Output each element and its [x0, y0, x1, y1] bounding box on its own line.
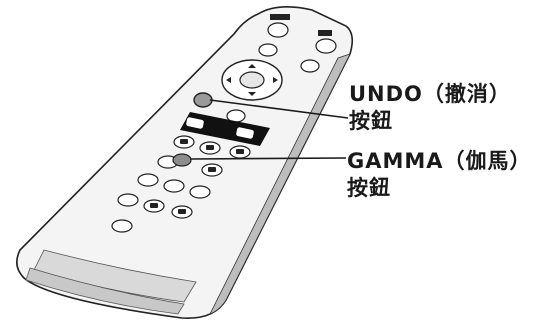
undo-leader-line — [209, 99, 349, 119]
top-buttons — [258, 22, 337, 73]
standby-button[interactable] — [267, 22, 289, 38]
band-button-left[interactable] — [185, 116, 205, 130]
undo-button[interactable] — [193, 92, 213, 108]
button-left-2[interactable] — [258, 43, 278, 57]
break-timer-button[interactable] — [111, 219, 133, 233]
button-right-2[interactable] — [300, 59, 320, 73]
input-band — [180, 112, 270, 146]
button-row3-c[interactable] — [189, 185, 211, 199]
on-button[interactable] — [315, 38, 337, 54]
enter-button[interactable] — [239, 71, 265, 89]
gamma-button[interactable] — [172, 153, 192, 167]
gamma-callout-title: GAMMA（伽馬） — [347, 149, 532, 173]
directional-pad — [221, 59, 283, 101]
undo-callout-suffix: 按鈕 — [349, 109, 393, 133]
gamma-leader-line — [189, 157, 347, 160]
gamma-callout-suffix: 按鈕 — [347, 176, 391, 200]
button-row3-b[interactable] — [163, 179, 185, 193]
button-row3-a[interactable] — [137, 173, 159, 187]
undo-callout-title: UNDO（撤消） — [349, 82, 511, 106]
undo-button-callout: UNDO（撤消） 按鈕 — [349, 81, 511, 135]
band-button-right[interactable] — [235, 126, 255, 140]
button-row4-a[interactable] — [117, 193, 139, 207]
gamma-button-callout: GAMMA（伽馬） 按鈕 — [347, 148, 532, 202]
